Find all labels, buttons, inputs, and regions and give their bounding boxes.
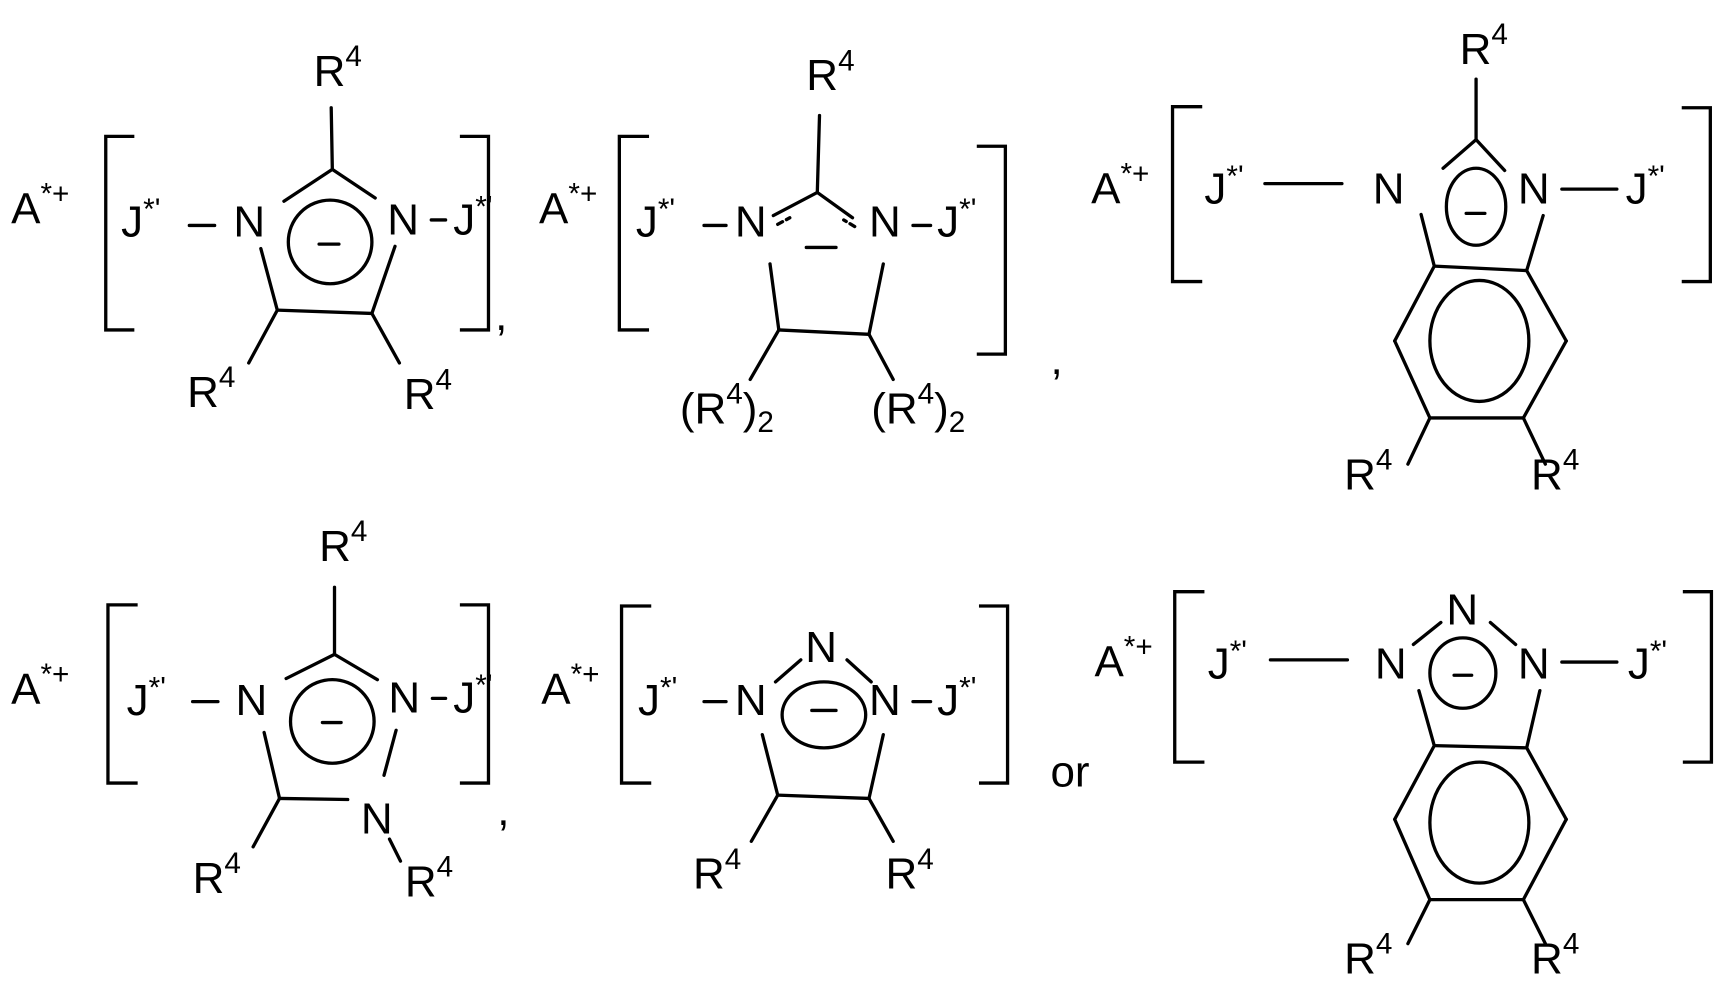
r4-bottom-right: R4	[1531, 928, 1579, 981]
comma: ,	[495, 291, 507, 340]
left-bracket	[104, 134, 135, 332]
j-right: J*'	[937, 671, 976, 725]
n-bottom: N	[361, 795, 393, 844]
left-bracket	[106, 603, 138, 785]
cation-label: A*+	[1094, 631, 1152, 687]
r4-bottom-right: R4	[1531, 444, 1579, 500]
n-right: N	[388, 674, 420, 723]
j-left: J*'	[121, 193, 160, 247]
comma: ,	[1050, 335, 1062, 384]
n-left: N	[233, 197, 265, 246]
structure-imidazolide: A*+ J*' N N J*' R4 R4 R4 ,	[11, 40, 507, 419]
r4-top: R4	[314, 40, 362, 96]
right-bracket	[1681, 106, 1712, 284]
r4-top: R4	[319, 515, 367, 571]
right-bracket	[459, 603, 491, 785]
n-left: N	[735, 676, 767, 725]
structure-1-2-4-triazolide: A*+ J*' N N J*' N R4 R4 R4 ,	[11, 515, 509, 906]
right-bracket	[976, 144, 1008, 356]
j-right: J*'	[453, 669, 492, 723]
r4-top: R4	[806, 44, 854, 100]
structure-1-2-3-triazolide: A*+ J*' N N N J*' R4 R4 or	[541, 604, 1090, 899]
n-right: N	[1518, 640, 1550, 689]
j-right: J*'	[1626, 160, 1665, 214]
r4-bottom-right: R4	[405, 851, 453, 907]
r4-bottom-left: R4	[187, 361, 235, 417]
left-bracket	[1173, 590, 1205, 764]
comma: ,	[497, 786, 509, 835]
left-bracket	[619, 604, 652, 785]
j-left: J*'	[127, 671, 166, 725]
n-left: N	[1375, 640, 1407, 689]
structure-benzotriazolide: A*+ J*' N N N J*' R4 R4	[1094, 586, 1714, 981]
right-bracket	[459, 134, 491, 332]
n-top: N	[1446, 586, 1478, 635]
cation-label: A*+	[11, 177, 69, 233]
n-left: N	[236, 676, 268, 725]
r4-bottom-left: R4	[1344, 444, 1392, 500]
cation-label: A*+	[1091, 158, 1149, 214]
r4-top: R4	[1460, 18, 1508, 74]
r4-2-bottom-left: (R4)2	[680, 378, 774, 440]
r4-bottom-right: R4	[885, 843, 933, 899]
cation-label: A*+	[539, 177, 597, 233]
left-bracket	[617, 134, 650, 332]
r4-2-bottom-right: (R4)2	[871, 378, 965, 440]
n-left: N	[735, 197, 767, 246]
j-right: J*'	[1628, 635, 1667, 689]
j-left: J*'	[638, 671, 677, 725]
right-bracket	[978, 604, 1010, 785]
cation-label: A*+	[541, 658, 599, 714]
cation-label: A*+	[11, 658, 69, 714]
r4-bottom-right: R4	[404, 363, 452, 419]
j-left: J*'	[1204, 160, 1243, 214]
right-bracket	[1682, 590, 1714, 764]
n-left: N	[1373, 164, 1405, 213]
j-right: J*'	[453, 191, 492, 245]
n-right: N	[387, 195, 419, 244]
r4-bottom-left: R4	[1344, 928, 1392, 981]
j-left: J*'	[1208, 635, 1247, 689]
j-left: J*'	[636, 193, 675, 247]
n-right: N	[869, 197, 901, 246]
n-right: N	[1518, 164, 1550, 213]
j-right: J*'	[937, 193, 976, 247]
left-bracket	[1170, 105, 1203, 284]
n-right: N	[869, 676, 901, 725]
r4-bottom-left: R4	[193, 847, 241, 903]
structure-benzimidazolide: A*+ J*' N N J*' R4 R4 R4	[1091, 18, 1712, 500]
n-top: N	[805, 623, 837, 672]
r4-bottom-left: R4	[693, 843, 741, 899]
or-label: or	[1050, 747, 1089, 796]
structure-imidazolinide: A*+ J*' N N J*' R4 (R4)2 (R4)2 ,	[539, 44, 1063, 439]
